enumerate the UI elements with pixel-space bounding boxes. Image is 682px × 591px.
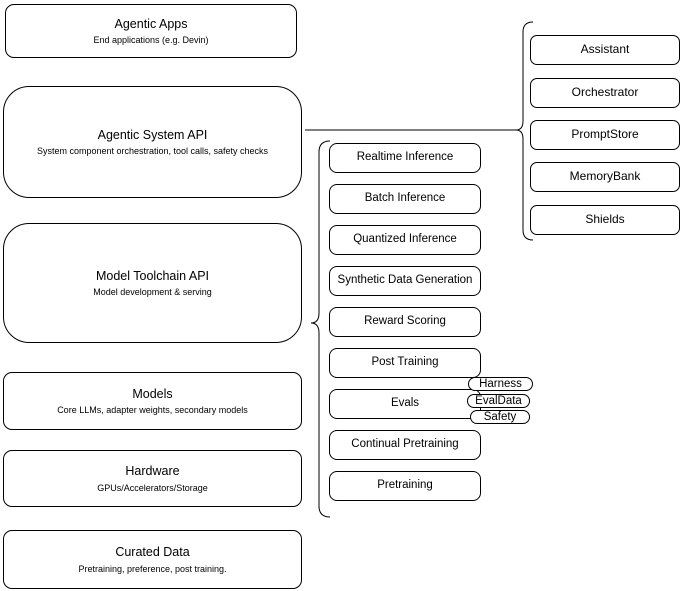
node-promptstore: PromptStore xyxy=(530,120,680,150)
node-label: Evals xyxy=(390,397,420,410)
node-label: Batch Inference xyxy=(364,192,446,205)
node-post-training: Post Training xyxy=(329,348,481,378)
node-label: PromptStore xyxy=(571,127,639,142)
node-subtitle: Pretraining, preference, post training. xyxy=(78,563,227,574)
node-pretraining: Pretraining xyxy=(329,471,481,501)
node-title: Agentic Apps xyxy=(114,16,188,31)
node-batch-inference: Batch Inference xyxy=(329,184,481,214)
node-agentic-system-api: Agentic System API System component orch… xyxy=(3,86,302,198)
node-label: Reward Scoring xyxy=(364,315,446,328)
node-orchestrator: Orchestrator xyxy=(530,78,680,108)
node-continual-pretraining: Continual Pretraining xyxy=(329,430,481,460)
node-subtitle: Core LLMs, adapter weights, secondary mo… xyxy=(57,405,248,416)
node-label: MemoryBank xyxy=(569,169,641,184)
pill-label: EvalData xyxy=(475,395,522,407)
node-label: Shields xyxy=(585,212,625,227)
node-quantized-inference: Quantized Inference xyxy=(329,225,481,255)
pill-label: Safety xyxy=(483,411,517,423)
node-reward-scoring: Reward Scoring xyxy=(329,307,481,337)
node-label: Realtime Inference xyxy=(356,151,454,164)
node-hardware: Hardware GPUs/Accelerators/Storage xyxy=(3,450,302,507)
eval-tag-evaldata: EvalData xyxy=(467,394,530,408)
node-label: Quantized Inference xyxy=(353,233,457,246)
node-subtitle: GPUs/Accelerators/Storage xyxy=(97,482,208,493)
node-label: Continual Pretraining xyxy=(351,438,459,451)
node-subtitle: System component orchestration, tool cal… xyxy=(36,146,269,157)
node-shields: Shields xyxy=(530,205,680,235)
node-models: Models Core LLMs, adapter weights, secon… xyxy=(3,372,302,430)
node-assistant: Assistant xyxy=(530,35,680,65)
node-label: Pretraining xyxy=(377,479,433,492)
node-label: Assistant xyxy=(580,42,630,57)
toolchain-group-brace xyxy=(310,140,331,518)
pill-label: Harness xyxy=(479,378,522,390)
node-agentic-apps: Agentic Apps End applications (e.g. Devi… xyxy=(5,4,297,58)
node-label: Orchestrator xyxy=(571,85,639,100)
eval-tag-safety: Safety xyxy=(470,410,530,424)
node-synthetic-data-generation: Synthetic Data Generation xyxy=(329,266,481,296)
node-label: Synthetic Data Generation xyxy=(337,274,473,287)
node-title: Curated Data xyxy=(115,545,190,560)
node-curated-data: Curated Data Pretraining, preference, po… xyxy=(3,530,302,589)
node-memorybank: MemoryBank xyxy=(530,162,680,192)
node-title: Hardware xyxy=(125,464,180,479)
node-title: Agentic System API xyxy=(97,127,208,142)
node-subtitle: End applications (e.g. Devin) xyxy=(93,35,209,46)
node-subtitle: Model development & serving xyxy=(93,287,212,298)
node-title: Models xyxy=(132,386,173,401)
node-title: Model Toolchain API xyxy=(95,268,210,283)
components-group-brace xyxy=(515,21,534,241)
node-evals: Evals xyxy=(329,389,481,419)
node-realtime-inference: Realtime Inference xyxy=(329,143,481,173)
node-label: Post Training xyxy=(371,356,439,369)
eval-tag-harness: Harness xyxy=(468,377,533,391)
node-model-toolchain-api: Model Toolchain API Model development & … xyxy=(3,223,302,343)
